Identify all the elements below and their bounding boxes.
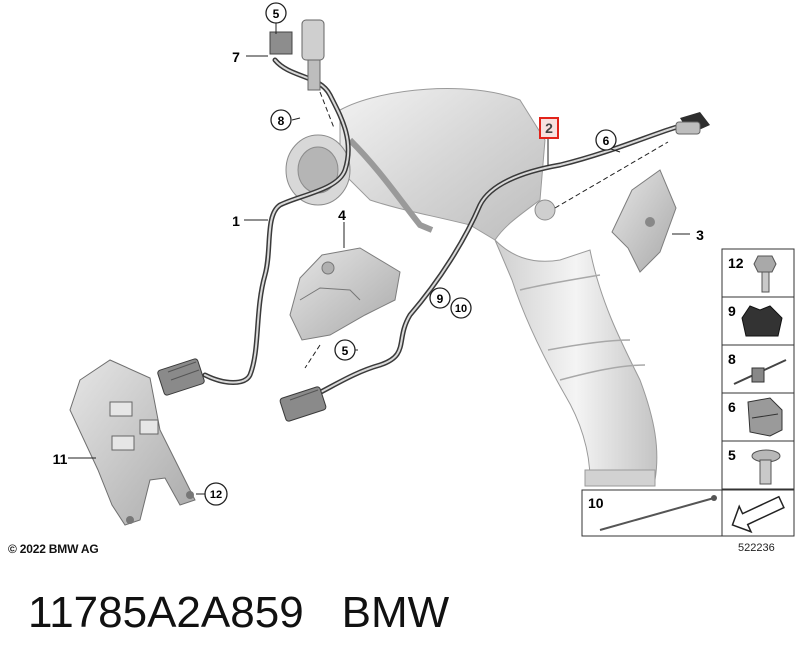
callout-1: 1 (232, 213, 240, 229)
callout-3: 3 (696, 227, 704, 243)
svg-text:3: 3 (696, 227, 704, 243)
lambda-sensor-wiring-part-2 (312, 119, 698, 398)
svg-text:4: 4 (338, 207, 346, 223)
lambda-sensor-probe-1 (269, 19, 325, 91)
legend-item-6: 6 (721, 392, 795, 442)
callout-11: 11 (53, 451, 68, 467)
svg-text:9: 9 (728, 303, 736, 319)
svg-text:10: 10 (588, 495, 604, 511)
copyright-text: © 2022 BMW AG (8, 542, 99, 556)
svg-text:12: 12 (210, 489, 222, 501)
legend-item-12: 12 (721, 248, 795, 298)
svg-text:1: 1 (232, 213, 240, 229)
svg-text:7: 7 (232, 49, 240, 65)
svg-text:9: 9 (437, 292, 444, 306)
lambda-sensor-probe-2 (675, 112, 710, 135)
connector-wire-1 (157, 358, 205, 396)
dashed-leaders (304, 91, 669, 369)
legend-item-9: 9 (721, 296, 795, 346)
callout-7: 7 (232, 49, 240, 65)
part-number: 11785A2A859 (28, 588, 304, 637)
part-caption: 11785A2A859 BMW (28, 588, 487, 638)
svg-text:5: 5 (728, 447, 736, 463)
callout-12: 12 (204, 482, 228, 506)
control-unit-bracket-part-11 (69, 359, 196, 526)
bracket-part-3 (611, 169, 677, 273)
legend-panel: 12 9 8 6 5 10 (581, 248, 795, 537)
callout-5-top: 5 (265, 2, 287, 24)
callout-2: 2 (539, 117, 559, 139)
brand-name: BMW (341, 588, 450, 637)
svg-text:12: 12 (728, 255, 744, 271)
diagram-id: 522236 (738, 542, 775, 554)
callout-9: 9 (429, 287, 451, 309)
legend-item-5: 5 (721, 440, 795, 490)
legend-item-10: 10 (581, 489, 723, 537)
svg-text:6: 6 (728, 399, 736, 415)
svg-text:5: 5 (273, 7, 280, 21)
heat-shield-part-4 (289, 247, 401, 341)
connector-wire-2 (279, 386, 327, 422)
callout-lines (68, 22, 690, 495)
svg-text:8: 8 (278, 114, 285, 128)
svg-text:6: 6 (603, 134, 610, 148)
svg-text:10: 10 (455, 303, 467, 315)
catalytic-converter (285, 88, 658, 487)
svg-text:2: 2 (545, 120, 553, 136)
svg-text:11: 11 (53, 451, 68, 467)
callout-5-heat-shield: 5 (334, 339, 356, 361)
legend-arrow-box (721, 489, 795, 537)
callout-4: 4 (338, 207, 346, 223)
svg-text:5: 5 (342, 344, 349, 358)
svg-text:8: 8 (728, 351, 736, 367)
callout-6: 6 (595, 129, 617, 151)
callout-8: 8 (270, 109, 292, 131)
callout-10: 10 (450, 297, 472, 319)
lambda-sensor-wiring-part-1 (202, 57, 351, 385)
legend-item-8: 8 (721, 344, 795, 394)
